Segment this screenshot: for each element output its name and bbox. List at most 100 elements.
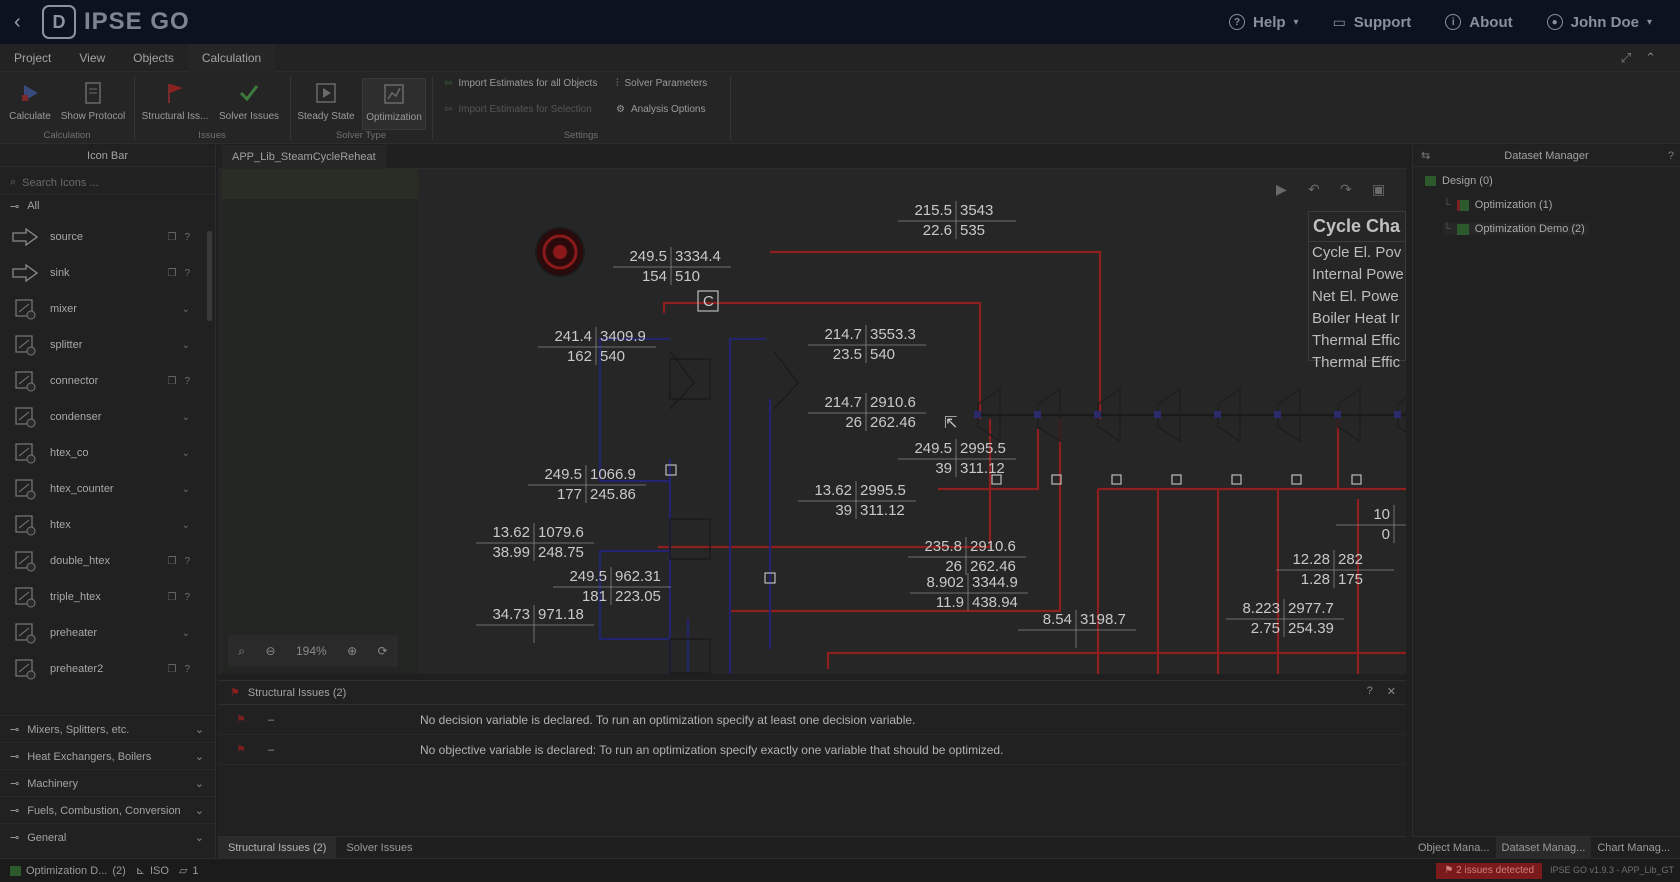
- tab-structural-issues[interactable]: Structural Issues (2): [218, 836, 337, 859]
- tab-steam-cycle[interactable]: APP_Lib_SteamCycleReheat: [222, 145, 386, 169]
- steady-state-button[interactable]: Steady State: [296, 78, 356, 130]
- chevron-down-icon[interactable]: ⌄: [181, 303, 190, 315]
- chevron-down-icon[interactable]: ⌄: [181, 519, 190, 531]
- import-icon: ⇦: [444, 104, 453, 115]
- zoom-in-icon[interactable]: ⊕: [347, 644, 358, 658]
- about-label: About: [1469, 13, 1513, 31]
- mouse-cursor-icon: ⇱: [944, 415, 958, 432]
- icon-item-sink[interactable]: sink❐?: [0, 255, 200, 291]
- issue-row[interactable]: ⚑ – No objective variable is declared: T…: [218, 735, 1406, 765]
- tab-solver-issues[interactable]: Solver Issues: [346, 841, 413, 854]
- menu-objects[interactable]: Objects: [133, 50, 174, 65]
- solver-parameters-button[interactable]: ⫶ Solver Parameters: [616, 78, 707, 89]
- tab-chart-manager[interactable]: Chart Manag...: [1597, 841, 1671, 854]
- help-icon[interactable]: ?: [184, 591, 190, 603]
- run-icon[interactable]: ▶: [1276, 181, 1287, 197]
- zoom-reset-icon[interactable]: ⟳: [377, 644, 388, 658]
- status-units[interactable]: ⊾ ISO: [136, 864, 169, 878]
- undo-icon[interactable]: ↶: [1308, 181, 1320, 197]
- tree-node-optimization[interactable]: └ Optimization (1): [1443, 199, 1552, 211]
- category-0[interactable]: ⊸Mixers, Splitters, etc.⌄: [0, 715, 216, 743]
- icon-item-connector[interactable]: connector❐?: [0, 363, 200, 399]
- issues-badge[interactable]: ⚑ 2 issues detected: [1436, 863, 1542, 879]
- issue-row[interactable]: ⚑ – No decision variable is declared. To…: [218, 705, 1406, 735]
- copy-icon[interactable]: ❐: [167, 555, 177, 567]
- component-icon: [10, 621, 40, 645]
- solver-issues-button[interactable]: Solver Issues: [216, 78, 282, 130]
- show-protocol-button[interactable]: Show Protocol: [60, 78, 126, 130]
- help-icon[interactable]: ?: [184, 231, 190, 243]
- icon-item-splitter[interactable]: splitter⌄: [0, 327, 200, 363]
- collapse-ribbon-icon[interactable]: ⌃: [1645, 50, 1670, 65]
- category-1[interactable]: ⊸Heat Exchangers, Boilers⌄: [0, 742, 216, 770]
- icon-item-preheater2[interactable]: preheater2❐?: [0, 651, 200, 687]
- chevron-down-icon[interactable]: ⌄: [181, 483, 190, 495]
- close-icon[interactable]: ✕: [1386, 686, 1396, 698]
- icon-item-htex-counter[interactable]: htex_counter⌄: [0, 471, 200, 507]
- copy-icon[interactable]: ❐: [167, 663, 177, 675]
- structural-issues-button[interactable]: Structural Iss...: [140, 78, 210, 130]
- support-link[interactable]: ▭ Support: [1333, 14, 1412, 31]
- menu-project[interactable]: Project: [14, 50, 52, 65]
- tab-object-manager[interactable]: Object Mana...: [1418, 841, 1490, 854]
- status-pages[interactable]: ▱ 1: [179, 864, 199, 878]
- chevron-down-icon[interactable]: ⌄: [181, 447, 190, 459]
- turbine-stage: [1397, 397, 1406, 434]
- category-2[interactable]: ⊸Machinery⌄: [0, 769, 216, 797]
- icon-item-mixer[interactable]: mixer⌄: [0, 291, 200, 327]
- tree-node-optimization-demo[interactable]: └ Optimization Demo (2): [1443, 223, 1589, 235]
- tree-node-design[interactable]: Design (0): [1425, 175, 1493, 187]
- optimization-button[interactable]: Optimization: [362, 78, 426, 130]
- icon-item-preheater[interactable]: preheater⌄: [0, 615, 200, 651]
- zoom-out-icon[interactable]: ⊖: [265, 644, 276, 658]
- menu-view[interactable]: View: [79, 50, 106, 65]
- icon-item-htex-co[interactable]: htex_co⌄: [0, 435, 200, 471]
- ribbon-group-calculation: Calculation: [43, 130, 91, 141]
- category-4[interactable]: ⊸General⌄: [0, 823, 216, 851]
- copy-icon[interactable]: ❐: [167, 267, 177, 279]
- filter-all[interactable]: ⊸ All: [0, 195, 215, 217]
- value-label: 1.28: [1301, 571, 1330, 588]
- icon-item-double-htex[interactable]: double_htex❐?: [0, 543, 200, 579]
- chevron-down-icon[interactable]: ⌄: [181, 339, 190, 351]
- icon-item-source[interactable]: source❐?: [0, 219, 200, 255]
- scrollbar[interactable]: [207, 231, 212, 321]
- icon-item-condenser[interactable]: condenser⌄: [0, 399, 200, 435]
- chevron-down-icon[interactable]: ⌄: [181, 411, 190, 423]
- help-icon[interactable]: ?: [184, 267, 190, 279]
- info-icon: i: [1445, 14, 1462, 30]
- search-icon[interactable]: ⌕: [238, 643, 245, 658]
- import-estimates-selection-button[interactable]: ⇦ Import Estimates for Selection: [444, 104, 592, 115]
- panel-menu-icon[interactable]: ⇆: [1421, 150, 1431, 162]
- icon-item-htex[interactable]: htex⌄: [0, 507, 200, 543]
- chevron-down-icon[interactable]: ⌄: [181, 627, 190, 639]
- category-label: Mixers, Splitters, etc.: [27, 723, 130, 736]
- back-arrow-icon[interactable]: ‹: [14, 10, 21, 33]
- help-icon[interactable]: ?: [1366, 685, 1373, 697]
- status-dataset[interactable]: Optimization D... (2): [10, 865, 126, 877]
- category-3[interactable]: ⊸Fuels, Combustion, Conversion⌄: [0, 796, 216, 824]
- calculate-button[interactable]: Calculate: [6, 78, 54, 130]
- icon-search[interactable]: ⌕ Search Icons ...: [0, 171, 215, 195]
- help-icon[interactable]: ?: [184, 663, 190, 675]
- save-icon[interactable]: ▣: [1372, 181, 1386, 197]
- copy-icon[interactable]: ❐: [167, 591, 177, 603]
- help-icon[interactable]: ?: [1667, 150, 1674, 162]
- value-label: 214.7: [824, 394, 862, 411]
- tab-dataset-manager[interactable]: Dataset Manag...: [1495, 836, 1592, 859]
- import-estimates-all-button[interactable]: ⇦ Import Estimates for all Objects: [444, 78, 597, 89]
- about-link[interactable]: i About: [1445, 13, 1513, 31]
- redo-icon[interactable]: ↷: [1340, 181, 1352, 197]
- help-icon[interactable]: ?: [184, 375, 190, 387]
- user-menu[interactable]: ● John Doe ▾: [1546, 14, 1652, 31]
- copy-icon[interactable]: ❐: [167, 231, 177, 243]
- structural-issues-panel: ⚑ Structural Issues (2) ? ✕ ⚑ – No decis…: [218, 680, 1406, 835]
- help-menu[interactable]: ? Help ▾: [1229, 14, 1299, 31]
- icon-item-triple-htex[interactable]: triple_htex❐?: [0, 579, 200, 615]
- fullscreen-icon[interactable]: ⤢: [1620, 50, 1646, 65]
- menu-calculation[interactable]: Calculation: [187, 43, 276, 72]
- copy-icon[interactable]: ❐: [167, 375, 177, 387]
- help-icon[interactable]: ?: [184, 555, 190, 567]
- analysis-options-button[interactable]: ⚙ Analysis Options: [616, 104, 705, 115]
